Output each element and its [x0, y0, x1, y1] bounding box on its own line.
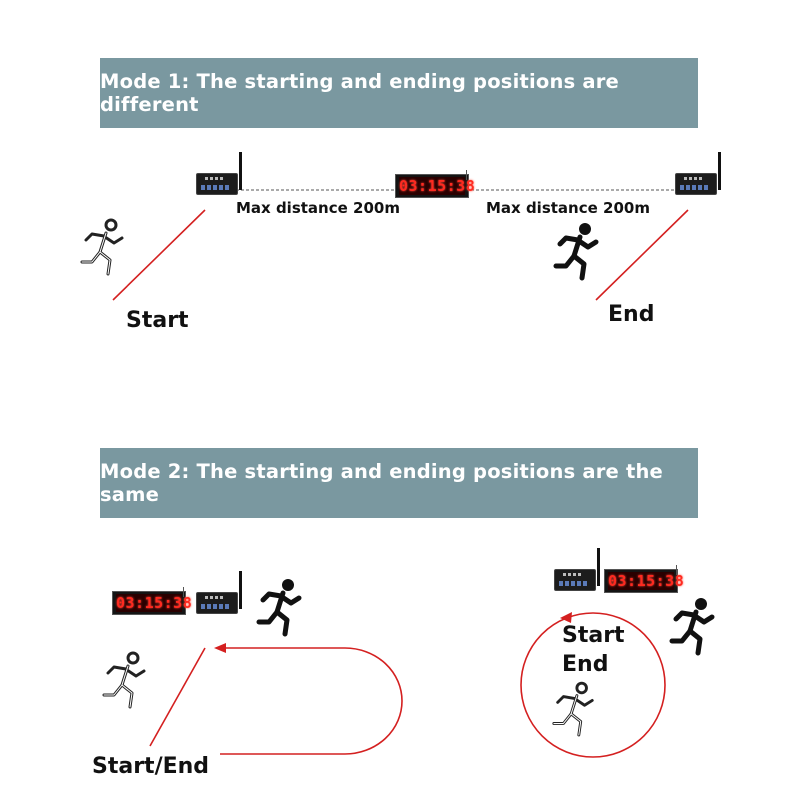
- runner-outline-icon: [552, 681, 594, 737]
- runner-outline-icon: [102, 651, 146, 709]
- timer-display: 03:15:38: [608, 572, 685, 590]
- circle-start-label: Start: [562, 623, 625, 648]
- distance-label-right: Max distance 200m: [486, 199, 650, 217]
- timer-display: 03:15:38: [116, 594, 193, 612]
- runner-solid-icon: [256, 579, 302, 637]
- circle-end-label: End: [562, 652, 609, 677]
- circle-arrowhead: [560, 612, 572, 623]
- start-label: Start: [126, 308, 189, 333]
- controller-box-icon: [675, 152, 721, 195]
- track-arrowhead: [214, 643, 226, 653]
- runner-solid-icon: [669, 598, 715, 656]
- mode1-banner: Mode 1: The starting and ending position…: [100, 58, 698, 128]
- runner-outline-icon: [80, 218, 124, 276]
- led-timer-icon: 03:15:38: [112, 591, 193, 615]
- start-end-line: [149, 647, 206, 747]
- controller-box-icon: [196, 152, 242, 195]
- start-line: [112, 209, 206, 301]
- end-line: [595, 209, 689, 301]
- controller-box-icon: [554, 548, 600, 591]
- mode2-banner: Mode 2: The starting and ending position…: [100, 448, 698, 518]
- controller-box-icon: [196, 571, 242, 614]
- circle-track: [520, 612, 666, 758]
- timer-display: 03:15:38: [399, 177, 476, 195]
- runner-solid-icon: [553, 223, 599, 281]
- end-label: End: [608, 302, 655, 327]
- distance-label-left: Max distance 200m: [236, 199, 400, 217]
- start-end-label: Start/End: [92, 754, 210, 779]
- led-timer-icon: 03:15:38: [604, 569, 685, 593]
- track-loop: [218, 647, 403, 755]
- led-timer-icon: 03:15:38: [395, 174, 476, 198]
